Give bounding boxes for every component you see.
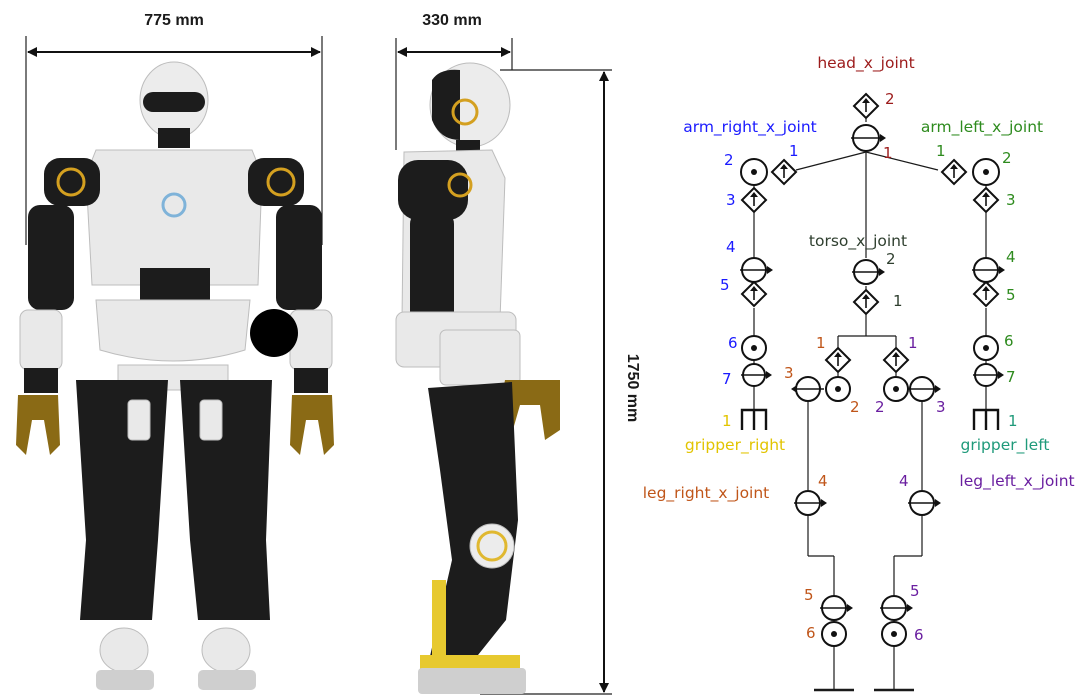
- height-label: 1750 mm: [624, 354, 641, 423]
- leg-right-num-2: 2: [850, 398, 860, 416]
- schematic-links: [753, 106, 987, 692]
- leg-left-joint-5: [880, 595, 913, 621]
- leg-right-joint-2: [825, 376, 851, 402]
- leg-left-num-6: 6: [914, 626, 924, 644]
- torso-group-label: torso_x_joint: [809, 232, 907, 251]
- arm-right-joint-4: [740, 257, 773, 283]
- torso-joint-1: [852, 288, 880, 316]
- joint-symbols: [740, 92, 1005, 647]
- arm-right-group-label: arm_right_x_joint: [683, 118, 817, 137]
- robot-front-view: 775 mm: [16, 12, 334, 690]
- leg-right-num-5: 5: [804, 586, 814, 604]
- gripper-right-label: gripper_right: [685, 436, 785, 455]
- head-group-label: head_x_joint: [817, 54, 914, 73]
- front-leg-left: [180, 380, 272, 620]
- arm-left-num-2: 2: [1002, 149, 1012, 167]
- gripper-left-num-1: 1: [1008, 412, 1018, 430]
- robot-side-view: 330 mm 1750 mm: [395, 12, 641, 695]
- arm-right-joint-5: [740, 280, 768, 308]
- arm-left-joint-7: [973, 363, 1004, 387]
- width-dimension: 775 mm: [25, 12, 323, 245]
- depth-dimension: 330 mm: [395, 12, 513, 150]
- arm-right-joint-2: [740, 158, 768, 186]
- arm-right-num-1: 1: [789, 142, 799, 160]
- kinematic-schematic: head_x_joint arm_right_x_joint arm_left_…: [643, 54, 1075, 692]
- gripper-right-num-1: 1: [722, 412, 732, 430]
- arm-left-num-6: 6: [1004, 332, 1014, 350]
- head-num-2: 2: [885, 90, 895, 108]
- leg-right-joint-4: [794, 490, 827, 516]
- height-dimension: 1750 mm: [480, 69, 641, 695]
- leg-left-num-4: 4: [899, 472, 909, 490]
- depth-label: 330 mm: [422, 12, 482, 29]
- leg-right-num-3: 3: [784, 364, 794, 382]
- leg-left-group-label: leg_left_x_joint: [959, 472, 1074, 491]
- arm-right-num-5: 5: [720, 276, 730, 294]
- leg-left-num-1: 1: [908, 334, 918, 352]
- arm-left-num-7: 7: [1006, 368, 1016, 386]
- arm-right-joint-1: [770, 158, 798, 186]
- arm-left-joint-4: [972, 257, 1005, 283]
- leg-right-group-label: leg_right_x_joint: [643, 484, 770, 503]
- arm-left-num-4: 4: [1006, 248, 1016, 266]
- arm-right-num-7: 7: [722, 370, 732, 388]
- arm-right-joint-3: [740, 186, 768, 214]
- group-labels: head_x_joint arm_right_x_joint arm_left_…: [643, 54, 1075, 503]
- leg-right-num-4: 4: [818, 472, 828, 490]
- head-joint-1: [851, 124, 886, 152]
- head-joint-2: [852, 92, 880, 120]
- gripper-right-symbol: [740, 408, 768, 430]
- leg-left-joint-2: [883, 376, 909, 402]
- leg-right-num-1: 1: [816, 334, 826, 352]
- torso-joint-2: [852, 259, 885, 285]
- width-label: 775 mm: [144, 12, 204, 29]
- leg-left-joint-4: [908, 490, 941, 516]
- side-leg: [428, 382, 518, 665]
- leg-right-joint-6: [821, 621, 847, 647]
- arm-left-joint-6: [973, 335, 999, 361]
- arm-left-joint-5: [972, 280, 1000, 308]
- leg-right-joint-5: [820, 595, 853, 621]
- front-leg-right: [76, 380, 168, 620]
- gripper-left-label: gripper_left: [961, 436, 1050, 455]
- arm-left-joint-3: [972, 186, 1000, 214]
- leg-right-num-6: 6: [806, 624, 816, 642]
- leg-left-joint-3: [908, 376, 941, 402]
- leg-right-joint-1: [824, 346, 852, 374]
- arm-right-num-4: 4: [726, 238, 736, 256]
- arm-left-num-1: 1: [936, 142, 946, 160]
- torso-num-1: 1: [893, 292, 903, 310]
- arm-left-num-5: 5: [1006, 286, 1016, 304]
- arm-right-joint-7: [741, 363, 772, 387]
- arm-left-group-label: arm_left_x_joint: [921, 118, 1043, 137]
- arm-left-num-3: 3: [1006, 191, 1016, 209]
- arm-right-num-3: 3: [726, 191, 736, 209]
- arm-right-num-6: 6: [728, 334, 738, 352]
- joint-numbers: 2 1 1 2 3 4 5 6 7 1 1 2 3 4 5 6 7 1 2 1 …: [720, 90, 1018, 644]
- leg-left-num-2: 2: [875, 398, 885, 416]
- arm-right-joint-6: [741, 335, 767, 361]
- torso-num-2: 2: [886, 250, 896, 268]
- leg-left-num-5: 5: [910, 582, 920, 600]
- head-num-1: 1: [883, 144, 893, 162]
- arm-left-joint-2: [972, 158, 1000, 186]
- leg-left-joint-6: [881, 621, 907, 647]
- leg-right-joint-3: [791, 376, 824, 402]
- leg-left-joint-1: [882, 346, 910, 374]
- arm-right-num-2: 2: [724, 151, 734, 169]
- gripper-left-symbol: [972, 408, 1000, 430]
- arm-left-joint-1: [940, 158, 968, 186]
- leg-left-num-3: 3: [936, 398, 946, 416]
